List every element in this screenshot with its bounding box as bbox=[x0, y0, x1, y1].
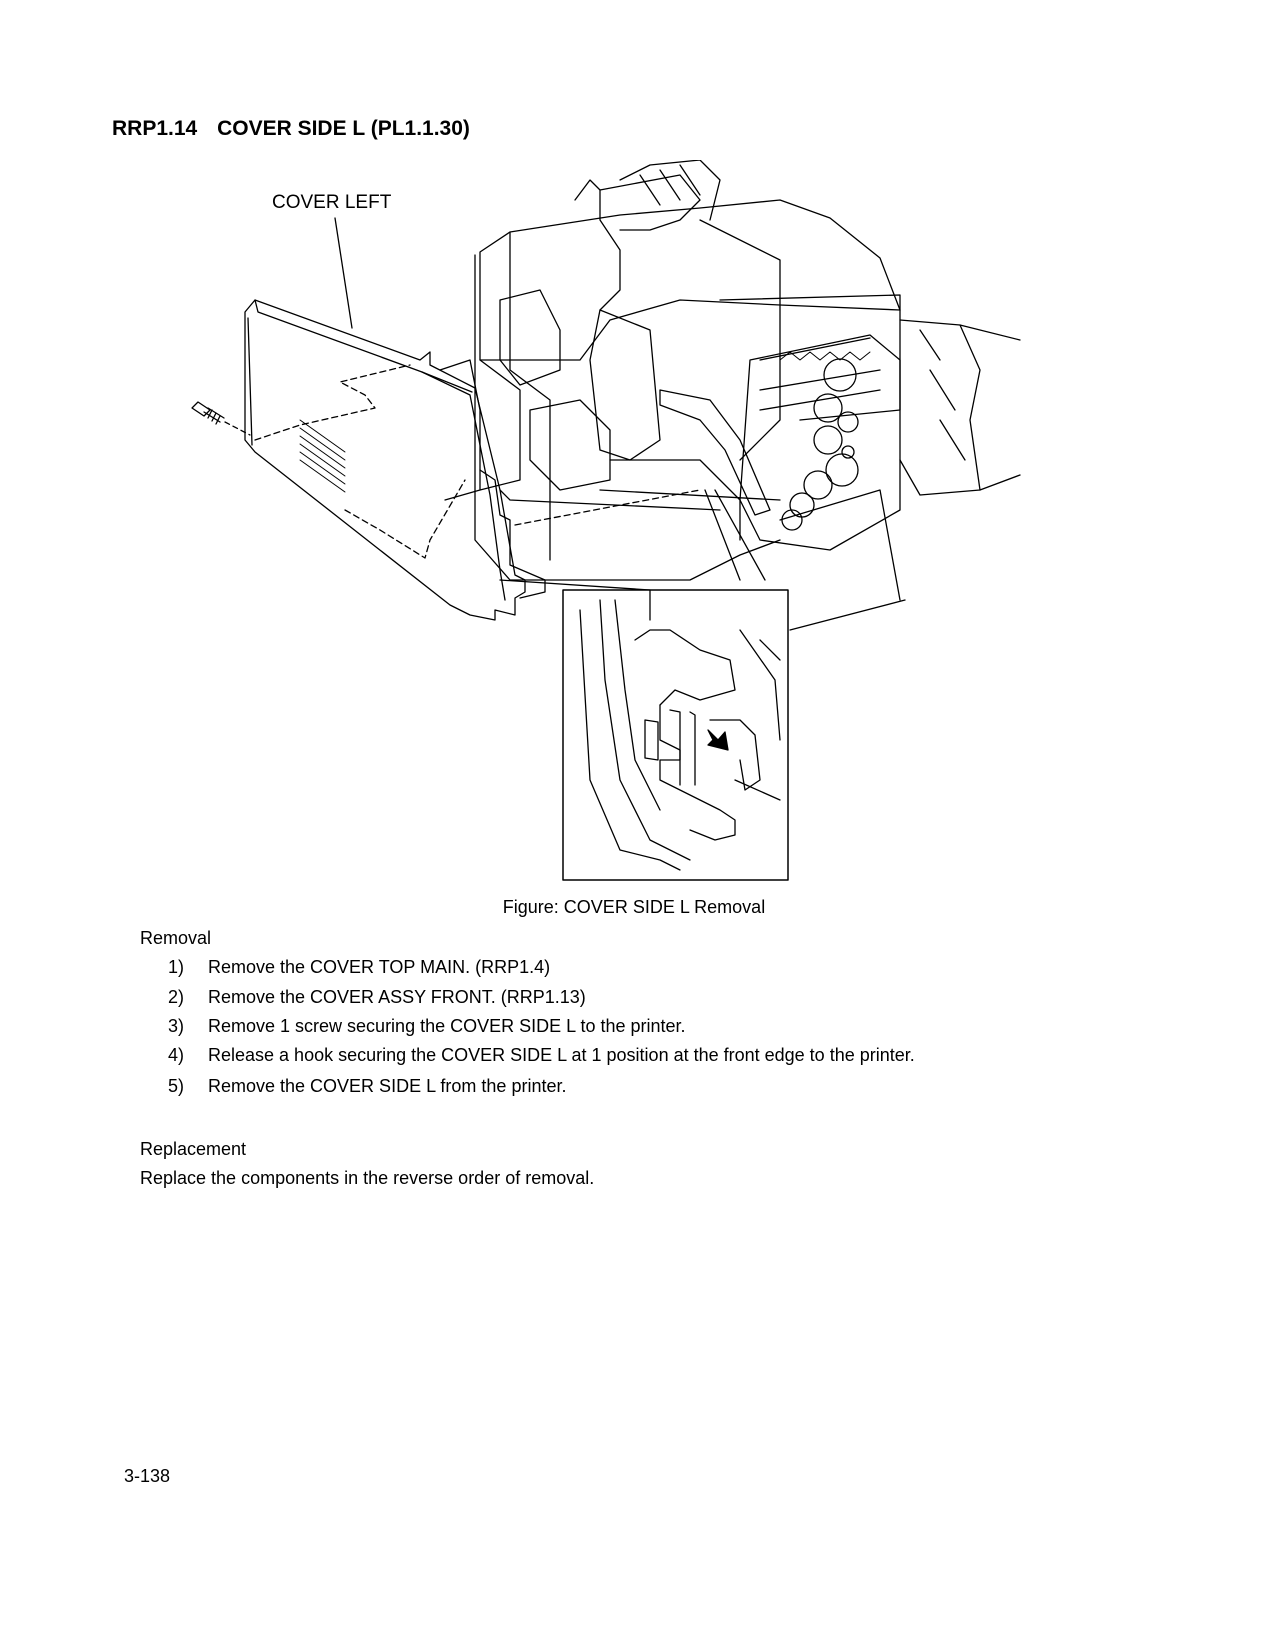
step-number: 1) bbox=[168, 957, 185, 977]
step-text: Remove the COVER SIDE L from the printer… bbox=[208, 1076, 567, 1096]
removal-step: 2) Remove the COVER ASSY FRONT. (RRP1.13) bbox=[168, 987, 586, 1008]
cover-side-l-drawing bbox=[244, 299, 546, 621]
step-number: 5) bbox=[168, 1076, 185, 1096]
section-title: COVER SIDE L (PL1.1.30) bbox=[217, 117, 470, 140]
removal-step: 4) Release a hook securing the COVER SIDE… bbox=[168, 1045, 915, 1066]
removal-figure: COVER LEFT bbox=[180, 160, 1040, 890]
printer-body-drawing bbox=[439, 160, 1021, 631]
removal-step: 3) Remove 1 screw securing the COVER SIDE… bbox=[168, 1016, 686, 1037]
removal-step: 5) Remove the COVER SIDE L from the print… bbox=[168, 1076, 566, 1097]
gear-train-drawing bbox=[781, 358, 859, 531]
hook-detail-inset bbox=[562, 589, 789, 881]
step-text: Remove the COVER ASSY FRONT. (RRP1.13) bbox=[208, 987, 586, 1007]
screw-drawing bbox=[191, 401, 251, 436]
section-heading: RRP1.14 COVER SIDE L (PL1.1.30) bbox=[112, 117, 470, 141]
step-number: 3) bbox=[168, 1016, 185, 1036]
cover-left-callout: COVER LEFT bbox=[272, 192, 392, 213]
figure-caption: Figure: COVER SIDE L Removal bbox=[502, 897, 766, 917]
replacement-heading: Replacement bbox=[140, 1139, 247, 1159]
replacement-text: Replace the components in the reverse or… bbox=[140, 1168, 595, 1188]
step-text: Release a hook securing the COVER SIDE L… bbox=[208, 1045, 915, 1065]
step-text: Remove 1 screw securing the COVER SIDE L… bbox=[208, 1016, 686, 1036]
step-text: Remove the COVER TOP MAIN. (RRP1.4) bbox=[208, 957, 551, 977]
step-number: 2) bbox=[168, 987, 185, 1007]
removal-heading: Removal bbox=[140, 928, 212, 948]
section-code: RRP1.14 bbox=[112, 117, 198, 140]
removal-step: 1) Remove the COVER TOP MAIN. (RRP1.4) bbox=[168, 957, 550, 978]
page-number: 3-138 bbox=[124, 1466, 171, 1486]
callout-leader-line bbox=[334, 217, 353, 329]
step-number: 4) bbox=[168, 1045, 185, 1065]
